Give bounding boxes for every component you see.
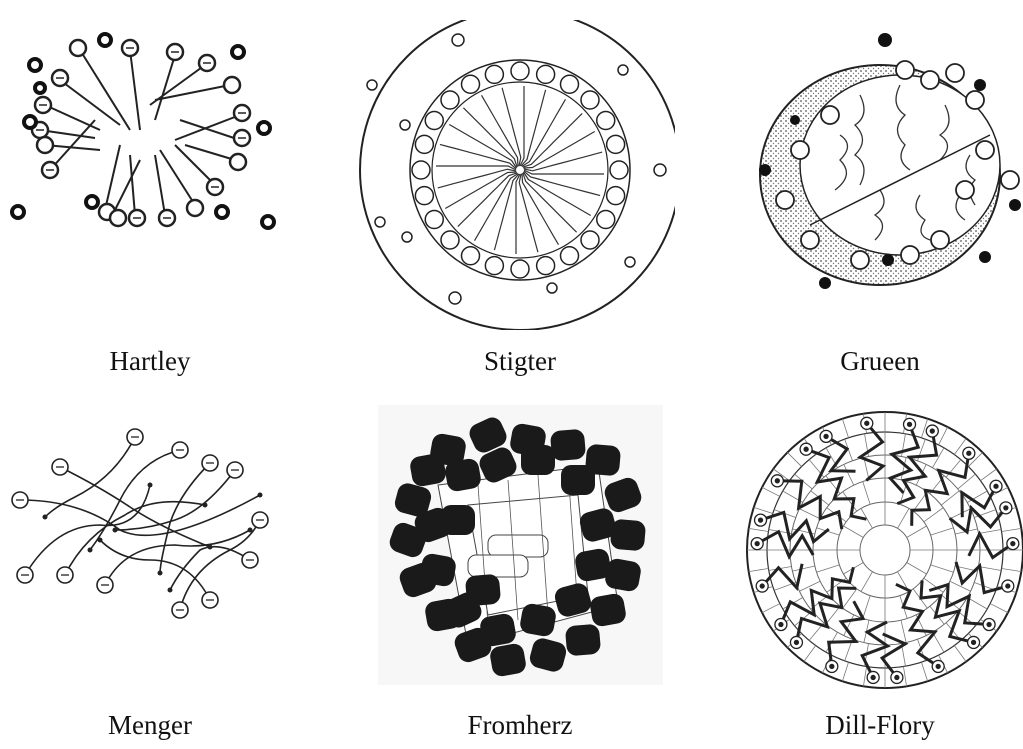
- panel-dill-flory: [745, 400, 1023, 700]
- hartley-micelle-drawing: [0, 20, 300, 270]
- caption-menger: Menger: [0, 712, 300, 739]
- caption-hartley: Hartley: [0, 348, 300, 375]
- fromherz-micelle-drawing: [378, 405, 663, 685]
- panel-menger: [0, 405, 300, 630]
- panel-grueen: [750, 25, 1023, 300]
- caption-stigter: Stigter: [370, 348, 670, 375]
- grueen-micelle-drawing: [750, 25, 1023, 300]
- panel-stigter: [355, 20, 675, 330]
- menger-micelle-drawing: [0, 405, 300, 630]
- dill-flory-micelle-drawing: [745, 400, 1023, 700]
- panel-fromherz: [378, 405, 663, 685]
- stigter-micelle-drawing: [355, 20, 675, 330]
- caption-fromherz: Fromherz: [370, 712, 670, 739]
- caption-dill-flory: Dill-Flory: [730, 712, 1023, 739]
- panel-hartley: [0, 20, 300, 270]
- caption-grueen: Grueen: [730, 348, 1023, 375]
